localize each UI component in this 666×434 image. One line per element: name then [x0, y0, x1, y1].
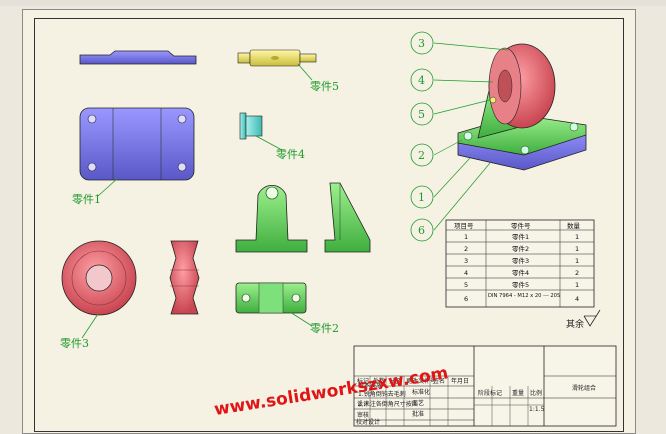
part5-label: 零件5 — [310, 80, 339, 93]
row-approve: 批准 — [412, 410, 424, 418]
col-count: 处数 — [373, 377, 385, 385]
balloon-5[interactable]: 5 — [410, 99, 491, 126]
bom-cell: 2 — [464, 245, 468, 253]
title-notes-1: 1.锐角倒钝去毛刺 — [358, 390, 406, 398]
part1-side-view[interactable] — [79, 50, 197, 65]
balloon-4[interactable]: 4 — [410, 68, 494, 92]
svg-text:4: 4 — [418, 74, 425, 87]
title-notes-2: 2.未注各倒角尺寸按图 — [358, 400, 418, 408]
bom-cell: 1 — [575, 281, 579, 289]
part1-leader — [97, 177, 119, 197]
col-zone: 分区 — [389, 377, 401, 385]
stage-label: 阶段标记 — [478, 389, 502, 397]
isometric-assembly[interactable] — [457, 43, 587, 171]
part3-leader — [81, 313, 99, 339]
part2-label: 零件2 — [310, 322, 339, 335]
row-standard: 标准化 — [412, 388, 430, 396]
svg-text:5: 5 — [418, 108, 425, 121]
balloon-3[interactable]: 3 — [410, 31, 509, 55]
bom-cell: 零件4 — [512, 268, 529, 277]
ratio-label: 比例 — [530, 389, 542, 397]
bom-header-item: 项目号 — [454, 222, 474, 230]
bom-table: 项目号 零件号 数量 1 零件1 1 2 零件2 1 3 零件3 1 4 零件4… — [445, 219, 595, 308]
part5-leader — [297, 63, 313, 81]
bom-cell: 1 — [575, 233, 579, 241]
scale-value: 1:1.5 — [529, 406, 545, 413]
bom-cell: 6 — [464, 295, 468, 303]
roughness-symbol: 其余 — [566, 309, 601, 330]
bom-cell: 零件1 — [512, 232, 529, 241]
svg-text:3: 3 — [418, 37, 425, 50]
bom-cell-din: DIN 7964 - M12 x 20 --- 20S — [488, 293, 560, 299]
part2-leader — [289, 311, 313, 327]
part5-shaft[interactable] — [237, 49, 317, 67]
row-process: 工艺 — [412, 399, 424, 407]
bom-cell: 1 — [464, 233, 468, 241]
svg-text:其余: 其余 — [566, 318, 584, 330]
row-review: 审核 — [357, 411, 369, 419]
part2-side-view[interactable] — [324, 182, 371, 253]
part2-top-view[interactable] — [235, 282, 307, 314]
bom-cell: 1 — [575, 257, 579, 265]
svg-text:2: 2 — [418, 149, 425, 162]
part3-wheel-side[interactable] — [169, 240, 200, 315]
svg-text:1: 1 — [418, 191, 425, 204]
bom-cell: 零件2 — [512, 244, 529, 253]
part4-bushing[interactable] — [239, 112, 263, 140]
part4-leader — [255, 135, 283, 151]
part4-label: 零件4 — [276, 148, 305, 161]
part1-label: 零件1 — [72, 193, 101, 206]
bom-cell: 5 — [464, 281, 468, 289]
bom-header-part: 零件号 — [511, 221, 531, 230]
bom-cell: 零件3 — [512, 256, 529, 265]
bom-cell: 零件5 — [512, 280, 529, 289]
part3-label: 零件3 — [60, 337, 89, 350]
title-notes-heading: 技术要求 — [358, 381, 382, 389]
row-check: 校对设计 — [356, 418, 380, 426]
part1-top-view[interactable] — [79, 107, 195, 181]
window-toolbar-strip — [0, 0, 666, 6]
col-date: 年月日 — [451, 377, 469, 385]
balloon-1[interactable]: 1 — [410, 157, 471, 209]
bom-cell: 2 — [575, 269, 579, 277]
svg-text:6: 6 — [418, 224, 425, 237]
balloon-2[interactable]: 2 — [410, 139, 463, 167]
bom-cell: 4 — [575, 295, 579, 303]
balloon-6[interactable]: 6 — [410, 162, 491, 242]
bom-cell: 3 — [464, 257, 468, 265]
bom-cell: 1 — [575, 245, 579, 253]
part2-front-view[interactable] — [235, 184, 308, 253]
row-design: 设计 — [357, 400, 369, 408]
weight-label: 重量 — [512, 389, 524, 397]
col-mark: 标记 — [357, 377, 369, 385]
title-block: 技术要求 1.锐角倒钝去毛刺 2.未注各倒角尺寸按图 标记 处数 分区 更改文件… — [353, 345, 617, 427]
part3-wheel-front[interactable] — [61, 240, 137, 316]
col-sign: 签名 — [433, 377, 445, 385]
col-change-doc: 更改文件号 — [406, 377, 436, 385]
drawing-name: 滑轮组合 — [572, 384, 596, 392]
bom-cell: 4 — [464, 269, 468, 277]
bom-header-qty: 数量 — [567, 221, 581, 230]
